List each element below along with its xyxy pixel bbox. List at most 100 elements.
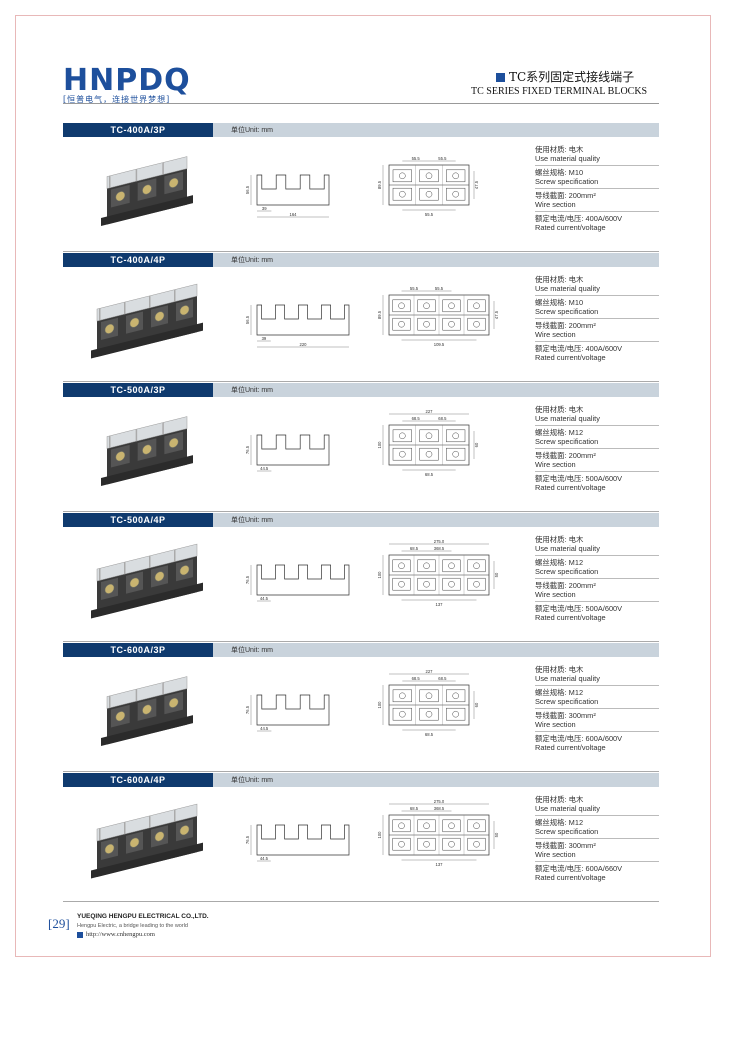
- terminal-seat: [417, 577, 436, 591]
- product-photo: [101, 156, 193, 227]
- screw-hole: [425, 432, 433, 440]
- section-divider: [63, 511, 659, 512]
- top-height2-label: 50: [494, 572, 499, 577]
- spec-en: Screw specification: [535, 827, 599, 836]
- terminal-screw: [168, 437, 179, 448]
- side-width-label: 220: [300, 342, 308, 347]
- product-photo: [91, 283, 203, 359]
- screw-hole: [398, 302, 405, 310]
- spec-separator: [535, 601, 659, 602]
- spec-cn: 螺丝规格: M12: [535, 688, 583, 697]
- spec-separator: [535, 555, 659, 556]
- top-height-label: 100: [377, 571, 382, 579]
- spec-cn: 螺丝规格: M10: [535, 168, 583, 177]
- screw-hole: [399, 432, 406, 440]
- screw-hole: [423, 840, 430, 848]
- terminal-seat: [446, 187, 466, 201]
- spec-separator: [535, 341, 659, 342]
- top-bottom-label: 68.5: [425, 472, 434, 477]
- spec-cn: 导线截面: 300mm²: [535, 841, 596, 850]
- screw-hole: [423, 320, 430, 328]
- terminal-screw: [154, 571, 165, 582]
- screw-hole: [399, 190, 406, 198]
- rated-cn-prefix: 额定电流/电压:: [535, 344, 586, 353]
- top-height-label: 100: [377, 441, 382, 449]
- screw-hole: [398, 840, 405, 848]
- model-label: TC-600A/4P: [63, 773, 213, 787]
- mounting-foot: [101, 715, 193, 747]
- screw-hole: [452, 710, 459, 718]
- screw-value: M12: [568, 558, 584, 567]
- terminal-seat: [467, 819, 486, 833]
- unit-label: 单位Unit: mm: [231, 127, 273, 134]
- terminal-seat: [417, 559, 436, 573]
- terminal-seat: [442, 317, 461, 331]
- top-pitch2-label: 368.5: [434, 546, 445, 551]
- top-pitch2-label: 68.5: [438, 416, 447, 421]
- unit-label: 单位Unit: mm: [231, 387, 273, 394]
- spec-separator: [535, 708, 659, 709]
- wire-cn-prefix: 导线截面:: [535, 451, 569, 460]
- terminal-block-body: [91, 803, 203, 879]
- side-outline: [256, 824, 350, 856]
- screw-hole: [452, 692, 459, 700]
- spec-separator: [535, 815, 659, 816]
- terminal-screw: [104, 323, 115, 334]
- terminal-seat: [419, 689, 439, 703]
- side-height-label: 76.5: [245, 705, 250, 714]
- spec-separator: [535, 448, 659, 449]
- terminal-seat: [392, 169, 412, 183]
- side-pitch-label: 39: [262, 336, 267, 341]
- wire-cn-prefix: 导线截面:: [535, 321, 569, 330]
- screw-hole: [473, 302, 480, 310]
- cover-rib: [174, 549, 176, 562]
- rated-value: 600A/660V: [585, 864, 623, 873]
- header-divider: [63, 103, 659, 104]
- square-icon: [77, 931, 83, 938]
- spec-cn: 额定电流/电压: 600A/660V: [535, 864, 622, 873]
- top-pitch2-label: 55.5: [438, 156, 447, 161]
- spec-en: Wire section: [535, 200, 576, 209]
- wire-value: 200mm²: [568, 321, 596, 330]
- terminal-seat: [446, 689, 466, 703]
- screw-hole: [448, 580, 455, 588]
- screw-hole: [452, 190, 459, 198]
- screw-hole: [473, 580, 480, 588]
- top-width-label: 275.0: [434, 539, 445, 544]
- screw-hole: [398, 320, 405, 328]
- rated-cn-prefix: 额定电流/电压:: [535, 604, 586, 613]
- screw-hole: [448, 320, 455, 328]
- spec-separator: [535, 731, 659, 732]
- unit-label: 单位Unit: mm: [231, 777, 273, 784]
- title-cn-text: TC系列固定式接线端子: [509, 70, 635, 84]
- top-width-label: 275.0: [434, 799, 445, 804]
- top-height-label: 100: [377, 831, 382, 839]
- spec-en: Use material quality: [535, 284, 600, 293]
- side-view-drawing: 76.544.5: [245, 824, 350, 862]
- screw-cn-prefix: 螺丝规格:: [535, 818, 569, 827]
- model-label: TC-400A/3P: [63, 123, 213, 137]
- spec-separator: [535, 425, 659, 426]
- spec-separator: [535, 685, 659, 686]
- screw-hole: [423, 822, 430, 830]
- clear-cover: [106, 156, 188, 189]
- terminal-screw: [104, 843, 115, 854]
- spec-en: Screw specification: [535, 437, 599, 446]
- side-view-drawing: 76.544.5: [245, 694, 330, 732]
- side-height-label: 56.5: [245, 185, 250, 194]
- screw-hole: [398, 562, 405, 570]
- terminal-seat: [467, 317, 486, 331]
- side-outline: [256, 174, 330, 206]
- screw-value: M10: [568, 298, 584, 307]
- screw-value: M12: [568, 818, 584, 827]
- top-height-label: 89.5: [377, 310, 382, 319]
- terminal-seat: [442, 819, 461, 833]
